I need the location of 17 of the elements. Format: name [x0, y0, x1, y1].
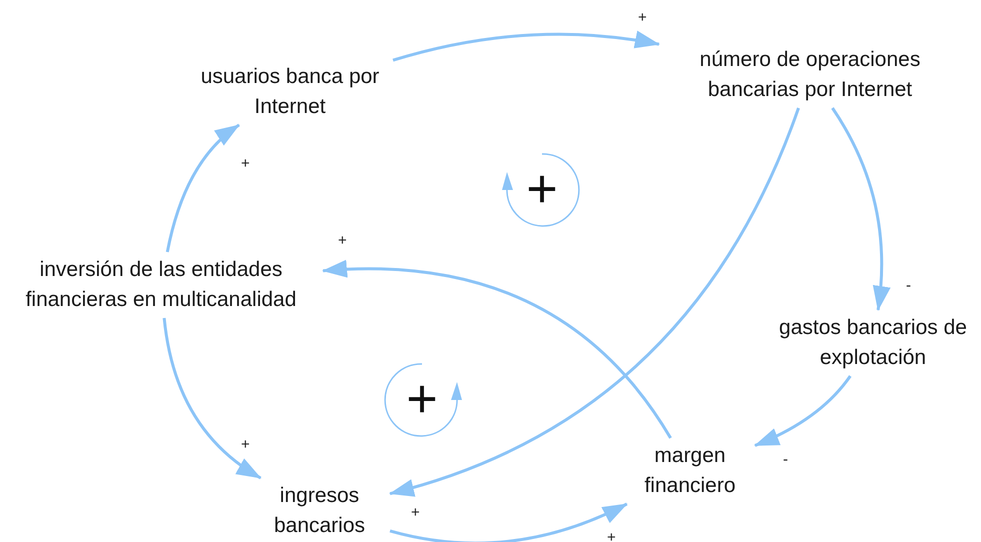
- variable-label: usuarios banca por Internet: [190, 62, 390, 122]
- causal-arrow: [754, 375, 852, 447]
- causal-arrow: [392, 31, 660, 62]
- variable-label: inversión de las entidades financieras en multicanalidad: [2, 255, 320, 315]
- variable-label: margen financiero: [628, 441, 752, 501]
- variable-label: gastos bancarios de explotación: [768, 313, 978, 373]
- causal-arrow: [390, 502, 628, 542]
- causal-arrow: [166, 124, 240, 252]
- edge-label: +: [606, 530, 617, 542]
- causal-arrow: [389, 107, 800, 496]
- variable-label: número de operaciones bancarias por Internet: [662, 45, 958, 105]
- loop-polarity-sign: +: [406, 372, 438, 426]
- loop-polarity-sign: +: [526, 162, 558, 216]
- causal-arrow: [831, 107, 890, 311]
- causal-arrow: [162, 318, 262, 480]
- variable-label: ingresos bancarios: [252, 481, 387, 541]
- causal-arrow: [322, 260, 672, 439]
